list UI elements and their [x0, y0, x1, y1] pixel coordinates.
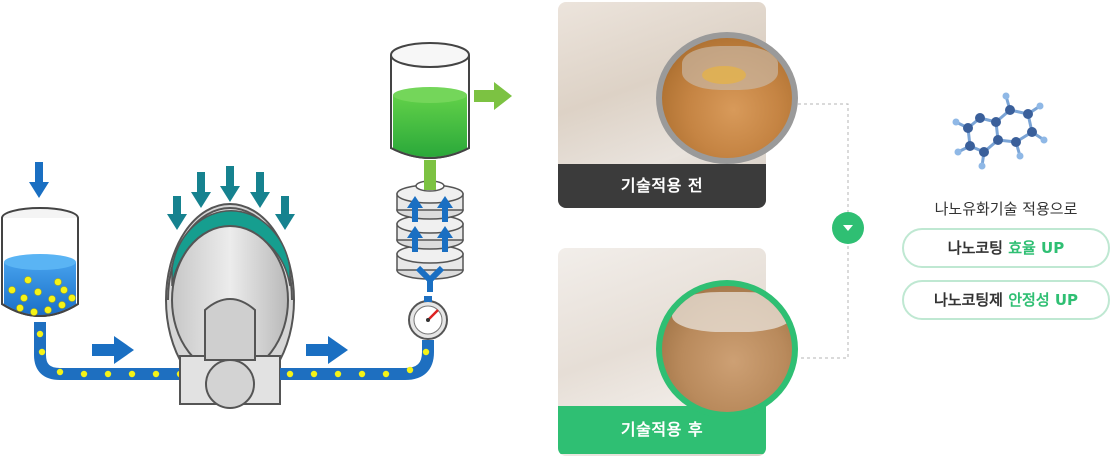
before-caption: 기술적용 전 — [558, 164, 766, 208]
after-zoom-circle — [656, 280, 798, 418]
output-arrow-icon — [474, 82, 512, 110]
output-stream — [424, 160, 436, 190]
benefit-prefix: 나노코팅 — [947, 239, 1009, 257]
nano-emulsion-process-diagram — [1, 42, 512, 409]
pipe-outlet — [280, 340, 434, 380]
benefit-highlight: 효율 UP — [1008, 239, 1065, 257]
benefit-highlight: 안정성 UP — [1008, 291, 1079, 309]
benefit-pill: 나노코팅제 안정성 UP — [902, 280, 1110, 320]
pressure-arrows-icon — [167, 166, 295, 230]
input-arrow-icon — [29, 162, 49, 198]
chevron-down-icon — [843, 225, 853, 231]
internal-flow-arrows-icon — [407, 196, 453, 292]
molecule-icon — [952, 92, 1048, 170]
micro-channel-modules — [396, 180, 464, 280]
output-beaker — [390, 42, 470, 159]
pressure-gauge — [408, 296, 448, 340]
pipe-inlet-particles — [36, 330, 184, 378]
high-pressure-homogenizer — [165, 203, 295, 409]
input-beaker — [1, 207, 79, 317]
benefit-pill: 나노코팅 효율 UP — [902, 228, 1110, 268]
benefit-prefix: 나노코팅제 — [933, 291, 1009, 309]
particle-dots — [8, 276, 76, 316]
pipe-outlet-particles — [286, 348, 430, 378]
flow-arrow-icon — [92, 336, 134, 364]
before-zoom-circle — [656, 32, 798, 164]
summary-heading: 나노유화기술 적용으로 — [934, 200, 1078, 218]
expand-toggle[interactable] — [832, 212, 864, 244]
flow-arrow-icon — [306, 336, 348, 364]
